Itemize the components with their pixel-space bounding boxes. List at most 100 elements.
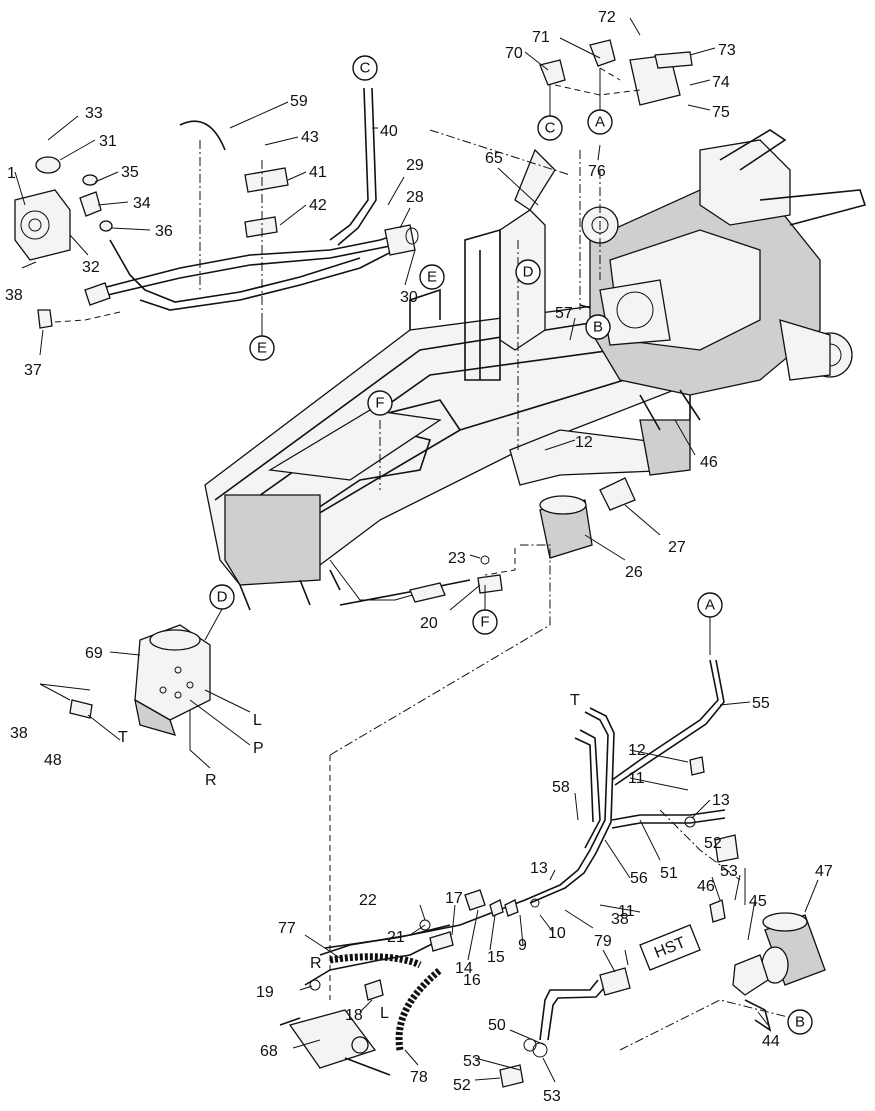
ref-b-bracket: B — [787, 1009, 813, 1035]
callout-53-bottom: 53 — [543, 1088, 561, 1105]
callout-28: 28 — [406, 189, 424, 206]
callout-numbers: 1 9 10 11 11 12 12 13 13 14 15 16 17 18 … — [5, 9, 833, 1105]
suction-hoses — [54, 87, 419, 323]
svg-text:B: B — [795, 1014, 805, 1031]
callout-42: 42 — [309, 197, 327, 214]
callout-74: 74 — [712, 74, 730, 91]
callout-37: 37 — [24, 362, 42, 379]
reference-markers: A A B B C C D D — [204, 55, 813, 1035]
callout-31: 31 — [99, 133, 117, 150]
svg-text:F: F — [480, 614, 489, 631]
callout-45: 45 — [749, 893, 767, 910]
callout-35: 35 — [121, 164, 139, 181]
callout-43: 43 — [301, 129, 319, 146]
port-r-hose: R — [310, 955, 322, 972]
ref-d-unit: D — [209, 584, 235, 610]
callout-13-right: 13 — [712, 792, 730, 809]
callout-58: 58 — [552, 779, 570, 796]
reference-lines — [329, 129, 801, 1051]
callout-20: 20 — [420, 615, 438, 632]
hst-label: HST — [639, 924, 701, 971]
svg-text:A: A — [705, 597, 715, 614]
callout-1: 1 — [7, 165, 16, 182]
callout-14: 14 — [455, 960, 473, 977]
callout-33: 33 — [85, 105, 103, 122]
callout-78: 78 — [410, 1069, 428, 1086]
port-l-hose: L — [380, 1005, 389, 1022]
ref-d-frame: D — [515, 259, 541, 285]
hydraulic-lines — [304, 659, 739, 1088]
callout-13-left: 13 — [530, 860, 548, 877]
svg-text:E: E — [257, 340, 267, 357]
svg-text:C: C — [360, 60, 371, 77]
callout-38-top: 38 — [5, 287, 23, 304]
cylinder-68 — [279, 1009, 391, 1076]
ref-a-valve: A — [587, 109, 613, 135]
callout-51: 51 — [660, 865, 678, 882]
steering-unit — [39, 624, 211, 736]
ref-c-hose: C — [352, 55, 378, 81]
ref-c-valve: C — [537, 115, 563, 141]
callout-9: 9 — [518, 937, 527, 954]
callout-79: 79 — [594, 933, 612, 950]
callout-71: 71 — [532, 29, 550, 46]
svg-text:D: D — [523, 264, 534, 281]
ref-a-line: A — [697, 592, 723, 618]
callout-12-upper: 12 — [575, 434, 593, 451]
callout-53-upper: 53 — [720, 863, 738, 880]
callout-19: 19 — [256, 984, 274, 1001]
callout-47: 47 — [815, 863, 833, 880]
callout-11-upper: 11 — [628, 770, 645, 787]
valve-assembly — [539, 39, 693, 106]
callout-50: 50 — [488, 1017, 506, 1034]
callout-18: 18 — [345, 1007, 363, 1024]
callout-15: 15 — [487, 949, 505, 966]
port-p-unit: P — [253, 740, 264, 757]
callout-21: 21 — [387, 929, 405, 946]
callout-57: 57 — [555, 305, 573, 322]
callout-22: 22 — [359, 892, 377, 909]
callout-26: 26 — [625, 564, 643, 581]
callout-56: 56 — [630, 870, 648, 887]
svg-text:D: D — [217, 589, 228, 606]
callout-27: 27 — [668, 539, 686, 556]
svg-text:F: F — [375, 395, 384, 412]
port-l-unit: L — [253, 712, 262, 729]
callout-17: 17 — [445, 890, 463, 907]
callout-29: 29 — [406, 157, 424, 174]
steering-pump — [14, 156, 113, 329]
linkage-rod — [339, 548, 516, 606]
callout-46-upper: 46 — [700, 454, 718, 471]
ref-e-hose: E — [249, 335, 275, 361]
svg-text:E: E — [427, 269, 437, 286]
callout-52-upper: 52 — [704, 835, 722, 852]
callout-38-left: 38 — [10, 725, 28, 742]
callout-46-lower: 46 — [697, 878, 715, 895]
callout-38-right: 38 — [611, 911, 629, 928]
callout-44: 44 — [762, 1033, 780, 1050]
callout-76: 76 — [588, 163, 606, 180]
callout-30: 30 — [400, 289, 418, 306]
svg-text:B: B — [593, 319, 603, 336]
ref-e-frame: E — [419, 264, 445, 290]
callout-12-lower: 12 — [628, 742, 646, 759]
transmission — [581, 129, 867, 431]
leader-lines — [14, 17, 819, 1083]
port-t-unit: T — [118, 729, 128, 746]
callout-70: 70 — [505, 45, 523, 62]
callout-55: 55 — [752, 695, 770, 712]
callout-77: 77 — [278, 920, 296, 937]
callout-40: 40 — [380, 123, 398, 140]
hose-78 — [395, 967, 443, 1051]
callout-69: 69 — [85, 645, 103, 662]
svg-text:A: A — [595, 114, 605, 131]
ref-f-frame: F — [367, 390, 393, 416]
filter-47 — [709, 899, 826, 1032]
callout-32: 32 — [82, 259, 100, 276]
callout-72: 72 — [598, 9, 616, 26]
callout-52-lower: 52 — [453, 1077, 471, 1094]
callout-65: 65 — [485, 150, 503, 167]
callout-75: 75 — [712, 104, 730, 121]
